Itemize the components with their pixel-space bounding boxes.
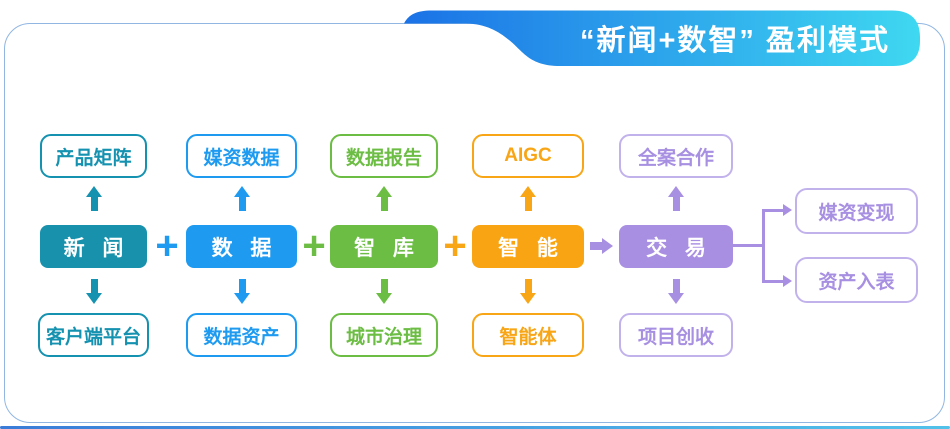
bottom-accent-bar bbox=[0, 426, 950, 429]
main-box-thinktank: 智 库 bbox=[330, 225, 438, 268]
main-box-news: 新 闻 bbox=[40, 225, 147, 268]
main-box-data: 数 据 bbox=[186, 225, 297, 268]
branch-line-top bbox=[762, 209, 784, 212]
arrow-down-trade-icon bbox=[667, 279, 685, 304]
arrow-up-ai-icon bbox=[519, 186, 537, 211]
branch-line-bottom bbox=[762, 280, 784, 283]
arrow-down-thinktank-icon bbox=[375, 279, 393, 304]
output-box-balance-sheet: 资产入表 bbox=[795, 257, 918, 303]
arrow-up-data-icon bbox=[233, 186, 251, 211]
branch-line-vertical bbox=[762, 209, 765, 283]
header-ribbon bbox=[404, 10, 920, 66]
branch-arrowhead-top-icon bbox=[783, 204, 792, 216]
top-box-trade: 全案合作 bbox=[619, 134, 733, 178]
plus-icon-3: + bbox=[443, 224, 467, 268]
main-box-trade: 交 易 bbox=[619, 225, 733, 268]
bottom-box-data: 数据资产 bbox=[186, 313, 297, 357]
arrow-right-icon bbox=[590, 238, 613, 254]
arrow-down-data-icon bbox=[233, 279, 251, 304]
top-box-data: 媒资数据 bbox=[186, 134, 297, 178]
bottom-box-ai: 智能体 bbox=[472, 313, 584, 357]
arrow-up-trade-icon bbox=[667, 186, 685, 211]
output-box-monetize: 媒资变现 bbox=[795, 188, 918, 234]
bottom-box-trade: 项目创收 bbox=[619, 313, 733, 357]
arrow-up-thinktank-icon bbox=[375, 186, 393, 211]
arrow-down-news-icon bbox=[85, 279, 103, 304]
bottom-box-thinktank: 城市治理 bbox=[330, 313, 438, 357]
plus-icon-1: + bbox=[155, 224, 179, 268]
page-title: “新闻+数智” 盈利模式 bbox=[580, 25, 890, 57]
arrow-down-ai-icon bbox=[519, 279, 537, 304]
plus-icon-2: + bbox=[302, 224, 326, 268]
top-box-news: 产品矩阵 bbox=[40, 134, 147, 178]
arrow-up-news-icon bbox=[85, 186, 103, 211]
bottom-box-news: 客户端平台 bbox=[38, 313, 149, 357]
branch-line-horizontal bbox=[733, 244, 764, 247]
top-box-ai: AIGC bbox=[472, 134, 584, 178]
top-box-thinktank: 数据报告 bbox=[330, 134, 438, 178]
content-card bbox=[4, 23, 945, 423]
branch-arrowhead-bottom-icon bbox=[783, 275, 792, 287]
main-box-ai: 智 能 bbox=[472, 225, 584, 268]
